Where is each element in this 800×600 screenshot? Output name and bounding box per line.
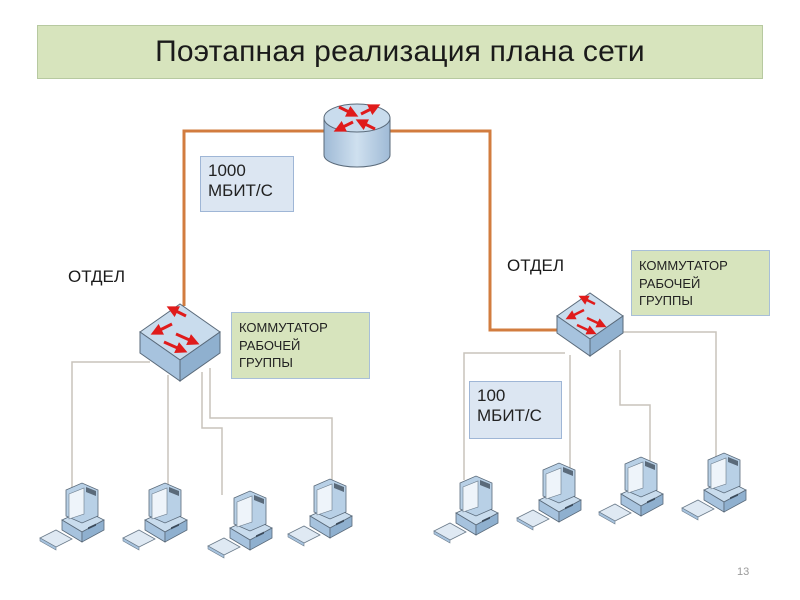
- page-title: Поэтапная реализация плана сети: [155, 35, 645, 68]
- uplink-right: [390, 129, 557, 332]
- computer-icon[interactable]: [681, 452, 747, 521]
- switch-label-line: КОММУТАТОР: [639, 258, 728, 273]
- page-number: 13: [737, 566, 750, 578]
- computer-icon[interactable]: [516, 462, 582, 531]
- uplink-links: [182, 129, 557, 332]
- switch-icon-right[interactable]: [556, 292, 624, 357]
- access-links-left: [71, 361, 333, 495]
- computer-icon[interactable]: [207, 490, 273, 559]
- access-links-right: [463, 331, 717, 485]
- switch-icon-left[interactable]: [139, 303, 221, 382]
- uplink-left: [182, 129, 325, 306]
- department-label-left: ОТДЕЛ: [68, 267, 126, 286]
- switch-label-line: РАБОЧЕЙ: [239, 337, 301, 353]
- speed-unit: МБИТ/С: [208, 181, 273, 201]
- computer-icon[interactable]: [433, 475, 499, 544]
- computer-icon[interactable]: [287, 478, 353, 547]
- uplink-speed-label: 1000 МБИТ/С: [200, 156, 294, 212]
- switch-label-line: ГРУППЫ: [239, 355, 293, 371]
- access-link: [619, 350, 651, 470]
- computer-icon[interactable]: [598, 456, 664, 525]
- router-icon[interactable]: [323, 103, 391, 168]
- access-link: [201, 372, 223, 495]
- access-speed-label: 100 МБИТ/С: [469, 381, 562, 439]
- department-label-right: ОТДЕЛ: [507, 256, 565, 275]
- switch-label-left: КОММУТАТОР РАБОЧЕЙ ГРУППЫ: [231, 312, 370, 379]
- switch-label-right: КОММУТАТОР РАБОЧЕЙ ГРУППЫ: [631, 250, 770, 316]
- speed-value: 100: [477, 386, 506, 405]
- switch-label-line: РАБОЧЕЙ: [639, 275, 701, 291]
- computer-icon[interactable]: [39, 482, 105, 551]
- computer-icon[interactable]: [122, 482, 188, 551]
- access-link: [622, 331, 717, 462]
- access-link: [463, 352, 565, 480]
- speed-value: 1000: [208, 161, 246, 180]
- switch-label-line: ГРУППЫ: [639, 293, 693, 309]
- switch-label-line: КОММУТАТОР: [239, 320, 328, 335]
- access-link: [71, 361, 150, 490]
- title-banner: Поэтапная реализация плана сети: [37, 25, 763, 79]
- speed-unit: МБИТ/С: [477, 406, 542, 426]
- access-link: [209, 368, 333, 485]
- computers: [39, 452, 747, 559]
